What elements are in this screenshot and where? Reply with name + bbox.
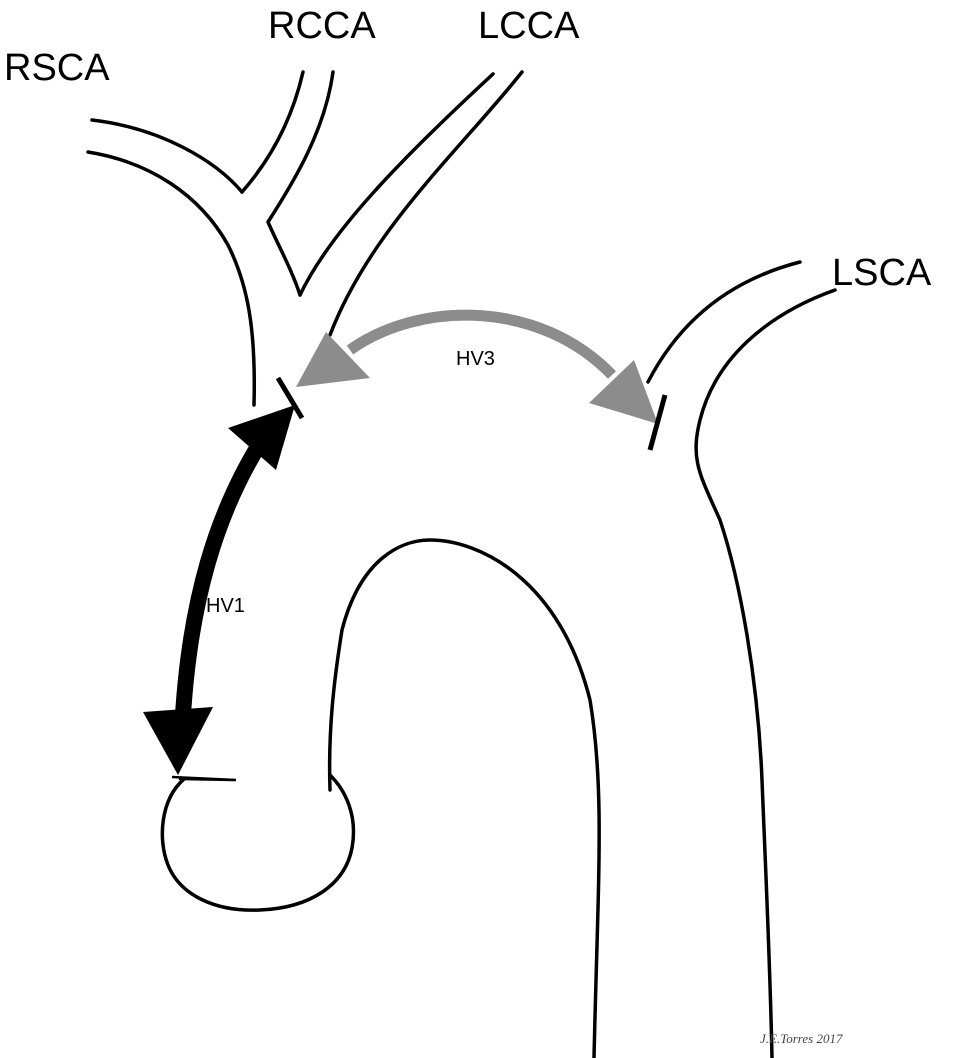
lsca-right-wall: [694, 288, 837, 1058]
author-credit: J.E.Torres 2017: [760, 1031, 843, 1046]
lcca-right-wall: [328, 70, 524, 337]
hv3-arrow: [296, 309, 658, 424]
rsca-label: RSCA: [4, 47, 110, 89]
hv1-label: HV1: [206, 595, 245, 617]
hv1-proximal-tick: [171, 775, 237, 782]
rcca-right-wall: [266, 70, 335, 297]
hv1-arrow: [143, 405, 295, 775]
rsca-upper-wall: [90, 118, 244, 194]
rcca-left-wall: [240, 70, 305, 194]
rcca-label: RCCA: [268, 5, 376, 47]
lsca-left-wall: [646, 260, 802, 384]
lcca-left-wall: [298, 72, 495, 297]
rsca-outer-wall: [86, 150, 257, 407]
lcca-label: LCCA: [478, 5, 580, 47]
zone-marker-proximal: [275, 376, 305, 420]
hv3-label: HV3: [456, 348, 495, 370]
lsca-label: LSCA: [832, 252, 932, 294]
zone-marker-distal: [647, 394, 668, 451]
aortic-root-bulb: [160, 773, 356, 912]
inner-arch-wall: [327, 538, 601, 1058]
